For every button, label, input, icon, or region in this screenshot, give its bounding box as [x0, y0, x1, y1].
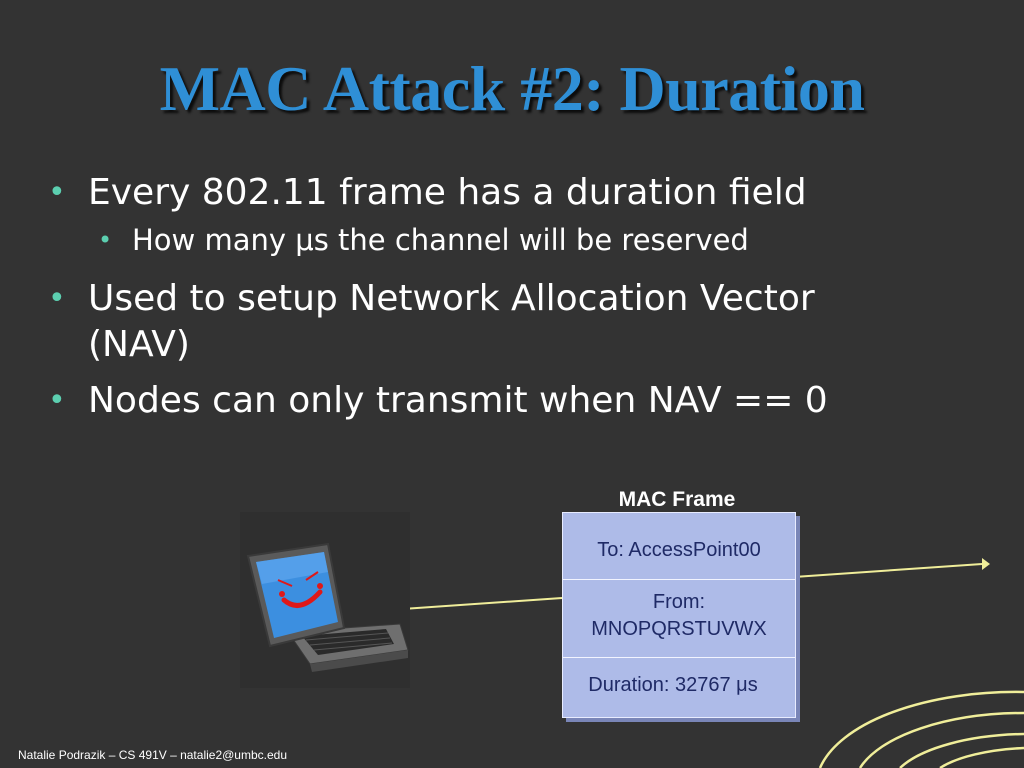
- arrow-head-icon: [982, 558, 990, 570]
- mac-frame-box: To: AccessPoint00 From: MNOPQRSTUVWX Dur…: [562, 512, 796, 718]
- bullet-dot-icon: •: [48, 281, 66, 316]
- bullet-item: • Every 802.11 frame has a duration fiel…: [48, 170, 928, 216]
- frame-divider: [563, 657, 795, 658]
- bullet-dot-icon: •: [48, 383, 66, 418]
- bullet-text: Nodes can only transmit when NAV == 0: [88, 380, 828, 421]
- frame-to-field: To: AccessPoint00: [597, 539, 761, 561]
- frame-to-ap-line: [793, 563, 983, 578]
- frame-from-label: From:: [652, 591, 706, 613]
- slide-title: MAC Attack #2: Duration: [159, 53, 865, 124]
- sub-bullet-item: • How many μs the channel will be reserv…: [98, 222, 928, 258]
- frame-divider: [563, 579, 795, 580]
- bullet-dot-icon: •: [98, 226, 113, 254]
- bullet-list: • Every 802.11 frame has a duration fiel…: [48, 170, 928, 434]
- bullet-text: How many μs the channel will be reserved: [132, 223, 749, 257]
- bullet-dot-icon: •: [48, 175, 66, 210]
- bullet-item: • Used to setup Network Allocation Vecto…: [48, 276, 928, 368]
- laptop-image: [240, 512, 410, 688]
- signal-waves-icon: [818, 690, 1024, 768]
- bullet-text: Used to setup Network Allocation Vector …: [88, 278, 815, 365]
- footer-credit: Natalie Podrazik – CS 491V – natalie2@um…: [18, 748, 288, 762]
- frame-from-value: MNOPQRSTUVWX: [591, 618, 767, 640]
- mac-frame-title: MAC Frame: [618, 488, 736, 511]
- bullet-item: • Nodes can only transmit when NAV == 0: [48, 378, 928, 424]
- bullet-text: Every 802.11 frame has a duration field: [88, 172, 807, 213]
- frame-duration-field: Duration: 32767 μs: [588, 674, 758, 696]
